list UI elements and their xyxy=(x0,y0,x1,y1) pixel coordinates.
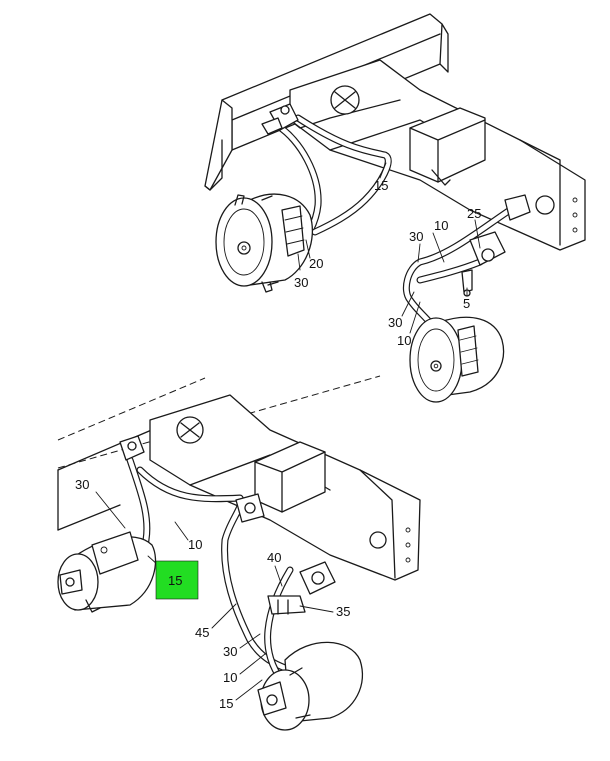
top-right-brake-chamber xyxy=(409,316,505,403)
callout-top-10-a[interactable]: 10 xyxy=(434,218,448,233)
callout-top-30-a[interactable]: 30 xyxy=(294,275,308,290)
leader-lines xyxy=(95,162,481,701)
callout-bottom-10-b[interactable]: 10 xyxy=(223,670,237,685)
callout-top-10-b[interactable]: 10 xyxy=(397,333,411,348)
callout-top-5[interactable]: 5 xyxy=(463,296,470,311)
callout-top-20[interactable]: 20 xyxy=(309,256,323,271)
callout-bottom-15-b[interactable]: 15 xyxy=(219,696,233,711)
bottom-left-brake-chamber xyxy=(57,531,157,613)
callout-bottom-10-a[interactable]: 10 xyxy=(188,537,202,552)
callout-top-15[interactable]: 15 xyxy=(374,178,388,193)
callout-bottom-35[interactable]: 35 xyxy=(336,604,350,619)
bottom-assembly xyxy=(57,375,421,731)
callout-top-25[interactable]: 25 xyxy=(467,206,481,221)
top-fittings xyxy=(261,103,531,297)
callout-bottom-45[interactable]: 45 xyxy=(195,625,209,640)
bottom-valve-bracket xyxy=(254,441,326,513)
bottom-fittings xyxy=(119,435,336,615)
callout-bottom-15-highlight[interactable]: 15 xyxy=(168,573,182,588)
top-left-brake-chamber xyxy=(215,193,314,293)
highlight-box[interactable] xyxy=(155,560,199,600)
callout-top-30-c[interactable]: 30 xyxy=(388,315,402,330)
top-assembly xyxy=(204,13,586,403)
callout-bottom-30-b[interactable]: 30 xyxy=(223,644,237,659)
callout-bottom-40[interactable]: 40 xyxy=(267,550,281,565)
bottom-right-brake-chamber xyxy=(257,641,363,731)
callout-top-30-b[interactable]: 30 xyxy=(409,229,423,244)
callout-labels: 15 20 30 10 25 30 5 30 10 30 10 15 40 35… xyxy=(75,178,481,711)
top-valve-bracket xyxy=(409,107,486,186)
callout-bottom-30-a[interactable]: 30 xyxy=(75,477,89,492)
